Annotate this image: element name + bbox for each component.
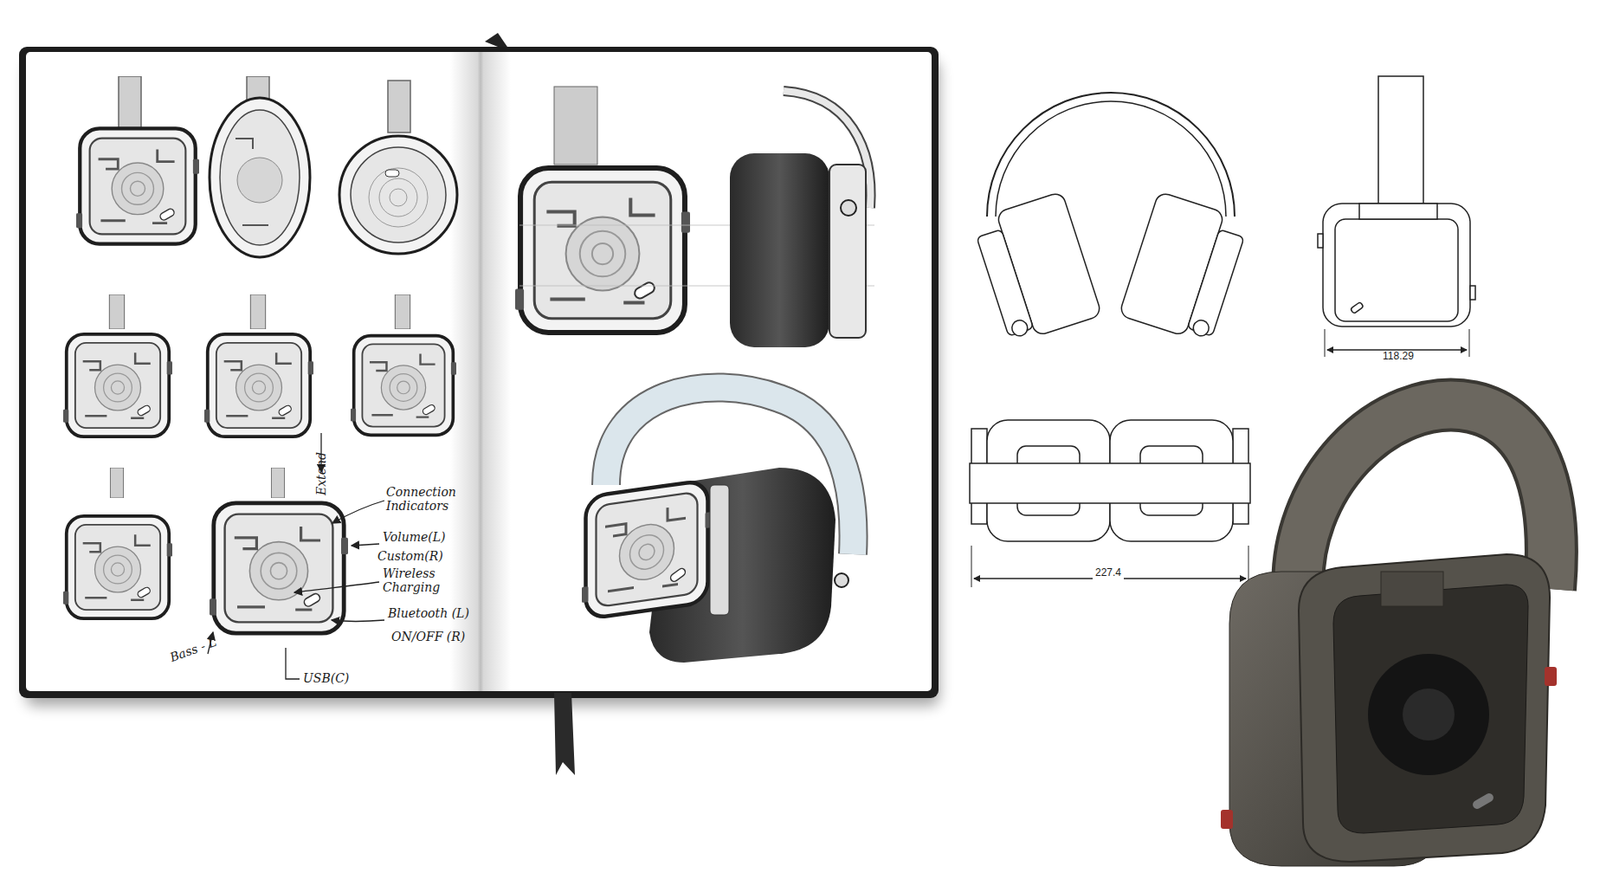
- annotation-text: Wireless Charging: [382, 566, 461, 594]
- annotation-text: Connection Indicators: [386, 484, 469, 513]
- annotation-text: ON/OFF (R): [391, 629, 465, 644]
- annotation-text: Volume(L): [382, 529, 446, 544]
- annotation-text: Extend: [314, 451, 329, 496]
- annotation-text: Custom(R): [377, 548, 444, 563]
- dimension-value: 118.29: [1380, 350, 1417, 363]
- dimension-value: 227.4: [1092, 567, 1124, 580]
- annotation-text: USB(C): [303, 670, 349, 685]
- annotation-text: Bluetooth (L): [387, 606, 470, 620]
